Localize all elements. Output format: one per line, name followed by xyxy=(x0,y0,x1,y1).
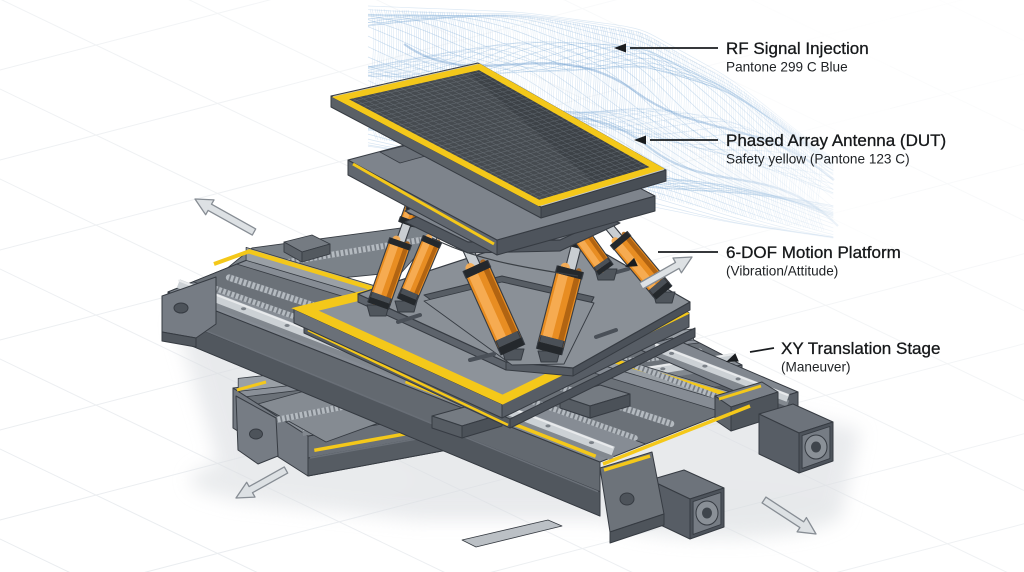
svg-text:XY Translation Stage: XY Translation Stage xyxy=(781,339,940,358)
svg-text:RF Signal Injection: RF Signal Injection xyxy=(726,39,869,58)
svg-text:(Maneuver): (Maneuver) xyxy=(781,360,851,375)
svg-text:(Vibration/Attitude): (Vibration/Attitude) xyxy=(726,264,838,279)
svg-text:Phased Array Antenna (DUT): Phased Array Antenna (DUT) xyxy=(726,131,946,150)
svg-text:Safety yellow (Pantone 123 C): Safety yellow (Pantone 123 C) xyxy=(726,152,910,167)
svg-text:6-DOF Motion Platform: 6-DOF Motion Platform xyxy=(726,243,901,262)
svg-text:Pantone 299 C Blue: Pantone 299 C Blue xyxy=(726,60,848,75)
